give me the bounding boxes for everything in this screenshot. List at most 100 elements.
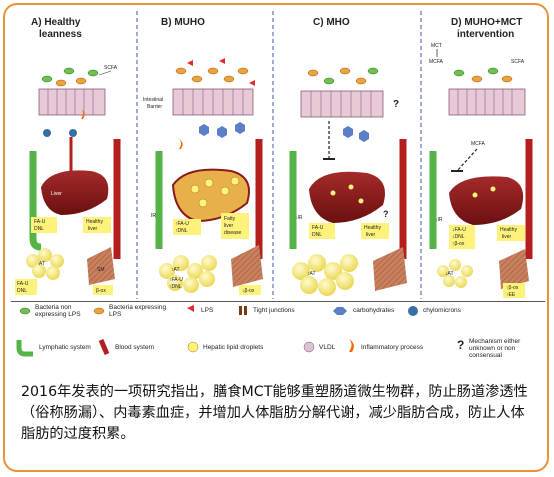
- healthy-a-1: Healthy: [86, 219, 103, 225]
- droplet-icon: [187, 341, 199, 353]
- at-b: ↑AT: [171, 267, 180, 273]
- slide-frame: A) Healthy leanness SCFA: [3, 3, 549, 472]
- adipose-a: [26, 248, 64, 280]
- scfa-arrow-a: [98, 70, 112, 76]
- panel-d-title-1: D) MUHO+MCT: [451, 17, 522, 28]
- legend-droplets: Hepatic lipid droplets: [203, 344, 264, 351]
- carbs-c: [343, 126, 369, 142]
- fau-dnl-a-1: FA-U: [17, 281, 29, 287]
- beta-box-d: [503, 283, 525, 298]
- adipose-d: [437, 259, 473, 288]
- mcfa2-d: MCFA: [471, 141, 486, 147]
- legend-chylo: chylomicrons: [423, 307, 461, 314]
- bacteria-group-a: [41, 67, 99, 87]
- flame-icon: [349, 339, 354, 352]
- healthy-d-2: liver: [502, 234, 512, 240]
- beta-box-a: [93, 285, 113, 295]
- fau-box-c: [309, 223, 335, 239]
- sm-a: SM: [97, 267, 105, 273]
- panel-a-title-1: A) Healthy: [31, 17, 81, 28]
- tight-junction-icon: [239, 306, 242, 315]
- liver-d: [449, 176, 524, 225]
- scfa-d: SCFA: [511, 59, 525, 65]
- fau-b: ↑FA-U: [175, 221, 189, 227]
- panel-c-title: C) MHO: [313, 17, 350, 28]
- legend-carbs: carbohydrates: [353, 307, 395, 314]
- muscle-c: [373, 247, 407, 291]
- ee-d: ↑EE: [506, 292, 516, 298]
- muscle-d: [499, 249, 529, 289]
- panel-a-title-2: leanness: [39, 29, 82, 40]
- liver-c: [309, 171, 385, 223]
- legend-icons: [16, 305, 418, 357]
- q-c-2: ?: [383, 209, 389, 219]
- gut-epithelium-d: [448, 88, 526, 116]
- barrier-b-1: Intestinal: [143, 97, 163, 103]
- carbs-b: [199, 122, 245, 138]
- legend-lymph: Lymphatic system: [39, 344, 91, 351]
- dnl-c: DNL: [312, 232, 322, 238]
- ir-d: ↓IR: [435, 217, 443, 223]
- legend-vldl: VLDL: [319, 344, 336, 351]
- mcfa-d: MCFA: [429, 59, 444, 65]
- healthy-c-2: liver: [366, 232, 376, 238]
- panel-a: A) Healthy leanness SCFA: [15, 17, 121, 295]
- gut-epithelium-a: [38, 88, 106, 116]
- lipid-droplets-d: [472, 186, 496, 198]
- chylo-a2: [69, 129, 77, 137]
- legend-tight: Tight junctions: [253, 307, 295, 314]
- bacteria-group-d: [453, 67, 513, 83]
- fau2-b: ↑FA-U: [169, 277, 183, 283]
- bacteria-non-icon: [19, 307, 31, 315]
- panel-d: D) MUHO+MCT intervention MCT MCFA SCFA: [429, 17, 533, 298]
- lymph-vessel-a: [29, 151, 42, 251]
- q-c-1: ?: [393, 99, 399, 110]
- bacteria-group-b: [175, 58, 255, 86]
- fatty-b-3: disease: [224, 230, 241, 236]
- fau-box-d: [449, 225, 475, 249]
- legend-lps: LPS: [201, 307, 214, 314]
- chylo-a1: [43, 129, 51, 137]
- ir-c: ↓IR: [295, 215, 303, 221]
- mech-line-d: [456, 148, 478, 172]
- healthy-a-2: liver: [88, 226, 98, 232]
- muscle-b: [231, 245, 263, 287]
- mct-d: MCT: [431, 43, 442, 49]
- at-d: ↓AT: [445, 271, 454, 277]
- fatty-b-1: Fatty: [224, 216, 236, 222]
- flame-b: [179, 139, 183, 149]
- fau-box-a: [31, 217, 57, 233]
- fau-dnl-a-2: DNL: [17, 288, 27, 294]
- healthy-d-1: Healthy: [500, 227, 517, 233]
- bacteria-group-c: [307, 67, 379, 85]
- liver-a: [41, 170, 109, 215]
- dnl2-b: ↑DNL: [169, 284, 182, 290]
- figure-svg: A) Healthy leanness SCFA: [15, 11, 533, 299]
- panel-c: C) MHO ?: [289, 17, 407, 296]
- dnl-d: ↓DNL: [452, 234, 465, 240]
- beta-up-d: ↑β-ox: [452, 241, 465, 247]
- muscle-a: [87, 247, 115, 285]
- bacteria-exp-icon: [93, 307, 105, 315]
- fau-dnl-box-a: [15, 279, 37, 295]
- legend-question-mark: ?: [457, 338, 465, 352]
- dnl-b: ↑DNL: [175, 228, 188, 234]
- caption-text: 2016年发表的一项研究指出，膳食MCT能够重塑肠道微生物群，防止肠道渗透性（俗…: [21, 384, 528, 442]
- panel-a-scfa: SCFA: [104, 65, 118, 71]
- panel-b-title: B) MUHO: [161, 17, 205, 28]
- beta-d: ↑β-ox: [506, 285, 519, 291]
- mct-figure: A) Healthy leanness SCFA: [11, 9, 545, 300]
- healthy-box-d: [497, 225, 525, 241]
- adipose-b: [159, 255, 217, 293]
- at-a: AT: [39, 261, 45, 267]
- lymph-icon: [16, 340, 33, 357]
- ir-b: IR: [151, 213, 156, 219]
- flame-a: [81, 109, 85, 119]
- fatty-liver-b: [171, 168, 250, 223]
- blood-icon: [98, 339, 110, 355]
- fatty-box-b: [221, 213, 249, 239]
- legend-inflam: Inflammatory process: [361, 344, 424, 351]
